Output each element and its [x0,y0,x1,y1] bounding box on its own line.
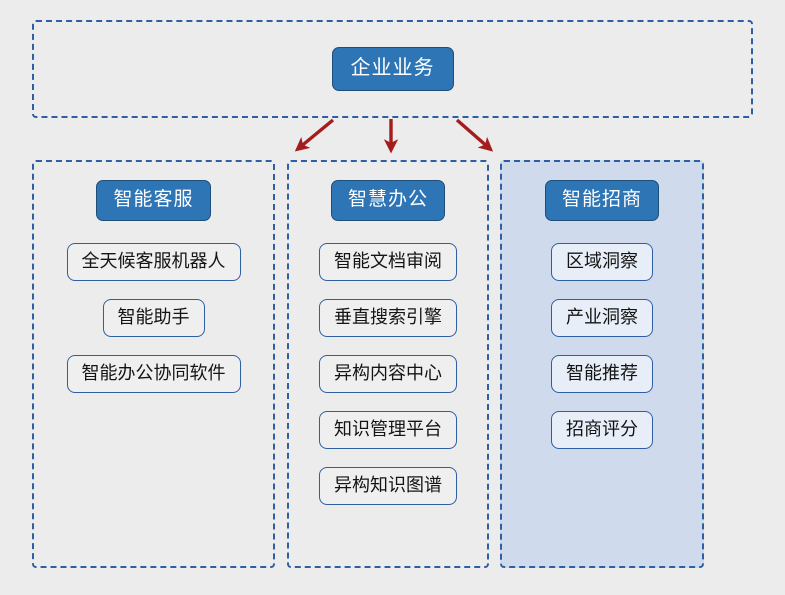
column-header-2[interactable]: 智能招商 [544,180,659,221]
item-box[interactable]: 异构知识图谱 [319,467,457,505]
column-header-1[interactable]: 智慧办公 [330,180,445,221]
branch-column-intelligent-customer-service: 智能客服 全天候客服机器人 智能助手 智能办公协同软件 [32,160,275,568]
item-box[interactable]: 智能文档审阅 [319,243,457,281]
item-box[interactable]: 全天候客服机器人 [66,243,241,281]
item-box[interactable]: 智能助手 [102,299,205,337]
branch-column-intelligent-investment-promotion: 智能招商 区域洞察 产业洞察 智能推荐 招商评分 [500,160,704,568]
branch-column-smart-office: 智慧办公 智能文档审阅 垂直搜索引擎 异构内容中心 知识管理平台 异构知识图谱 [287,160,489,568]
root-node-enterprise-business[interactable]: 企业业务 [331,47,454,91]
item-box[interactable]: 招商评分 [551,411,653,449]
root-container: 企业业务 [32,20,753,118]
column-header-0[interactable]: 智能客服 [96,180,211,221]
arrow-to-column-0-icon [294,118,335,152]
item-box[interactable]: 产业洞察 [551,299,653,337]
item-box[interactable]: 知识管理平台 [319,411,457,449]
item-box[interactable]: 区域洞察 [551,243,653,281]
arrow-to-column-2-icon [455,118,494,152]
item-box[interactable]: 智能推荐 [551,355,653,393]
item-box[interactable]: 垂直搜索引擎 [319,299,457,337]
item-box[interactable]: 智能办公协同软件 [66,355,241,393]
item-box[interactable]: 异构内容中心 [319,355,457,393]
